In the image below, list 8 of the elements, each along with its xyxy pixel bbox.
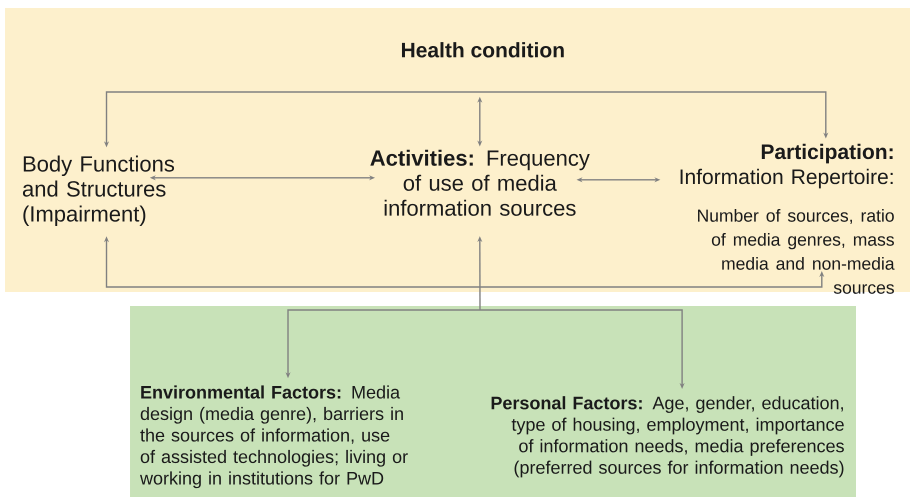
diagram-title: Health condition [402,42,564,58]
panel-background [130,306,856,497]
concept-text: Participation: Information Repertoire: Number of sources, ratio of media genres, mass media and non-media sources [680,144,895,294]
concept-text: Personal Factors: Age, gender, education, type of housing, employment, importance of information needs, media preferences (preferred sources for information needs) [492,396,844,478]
panel-background [5,8,910,292]
concept-text: Activities: Frequency of use of media information sources [370,150,590,216]
concept-text: Body Functions and Structures (Impairment) [22,156,174,226]
concept-text: Environmental Factors: Media design (media genre), barriers in the sources of information, use of assisted technologies; living or working in institutions for PwD [140,385,408,488]
